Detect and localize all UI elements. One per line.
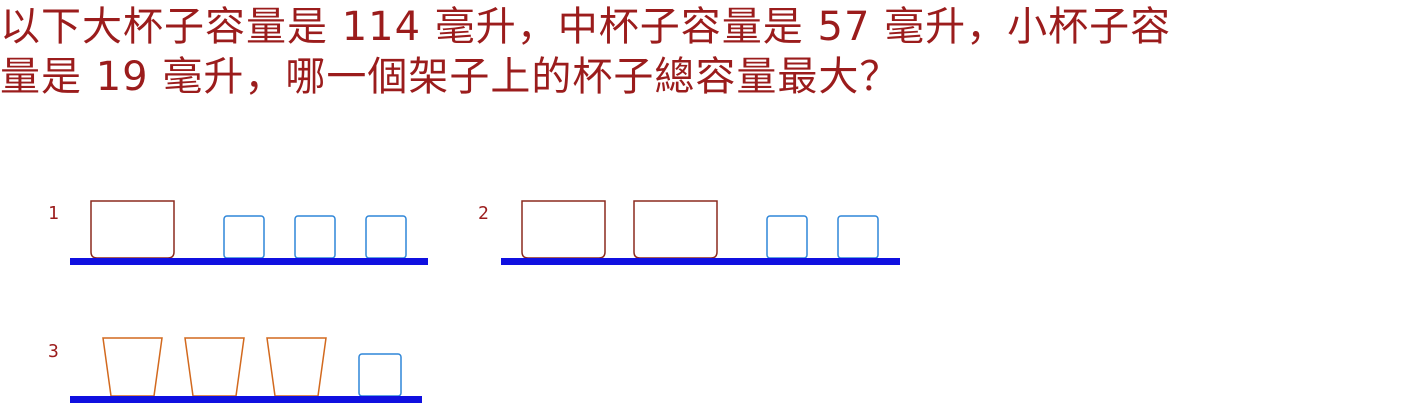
medium-cup [102,337,163,397]
shelf-3-board [70,396,422,403]
large-cup [633,200,718,259]
shelf-1-board [70,258,428,265]
small-cup [294,215,336,259]
small-cup [365,215,407,259]
medium-cup [266,337,327,397]
shelf-1 [70,200,428,265]
question-line-2: 量是 19 毫升，哪一個架子上的杯子總容量最大？ [0,54,901,100]
small-cup [358,353,402,397]
small-cup [223,215,265,259]
question-line-1: 以下大杯子容量是 114 毫升，中杯子容量是 57 毫升，小杯子容 [0,4,1172,50]
question-text: 以下大杯子容量是 114 毫升，中杯子容量是 57 毫升，小杯子容 量是 19 … [0,2,1427,102]
shelf-1-label: 1 [48,203,59,224]
small-cup [837,215,879,259]
small-cup [766,215,808,259]
shelf-3 [70,337,422,403]
shelf-2-label: 2 [478,203,489,224]
large-cup [521,200,606,259]
shelf-2-board [501,258,900,265]
medium-cup [184,337,245,397]
shelf-3-label: 3 [48,341,59,362]
shelf-2 [501,200,900,265]
large-cup [90,200,175,259]
